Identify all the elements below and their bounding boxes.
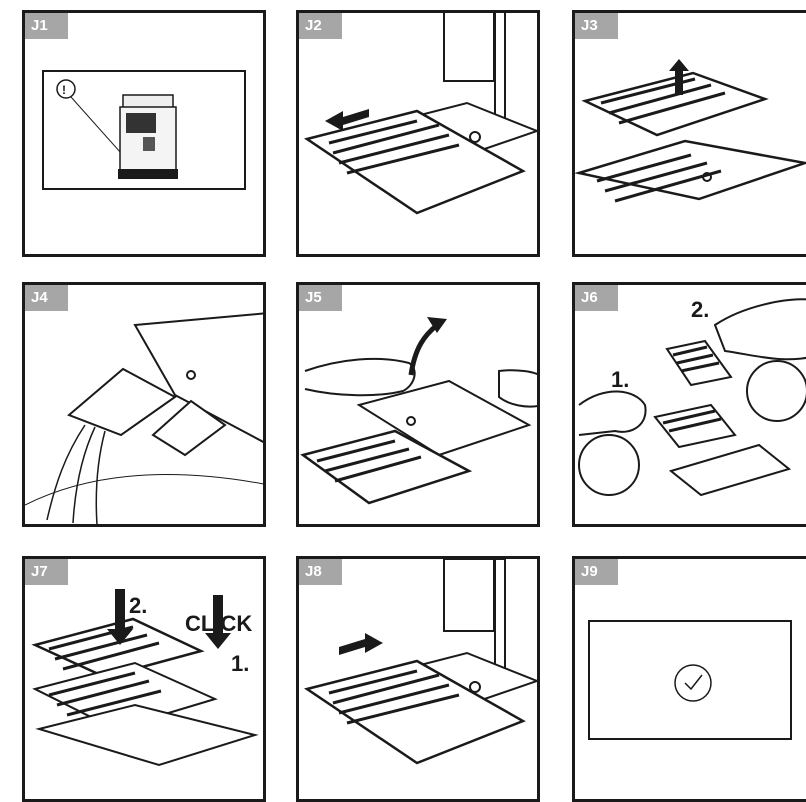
panel-j3: J3 [572, 10, 806, 257]
grid-lift-illustration [575, 13, 806, 257]
drip-tray-insertion-illustration [299, 559, 540, 802]
step-2-label: 2. [129, 593, 147, 619]
panel-j9: J9 [572, 556, 806, 802]
insert-removal-illustration [299, 285, 540, 527]
panel-j8: J8 [296, 556, 540, 802]
step-1-label: 1. [231, 651, 249, 677]
attention-icon: ! [62, 83, 66, 97]
emptying-tray-illustration [25, 285, 266, 527]
coffee-machine-illustration [25, 13, 266, 257]
callout-circle [57, 80, 75, 98]
checkmark-icon [675, 665, 711, 701]
push-arrow [339, 633, 383, 655]
panel-j6: J6 1. 2. [572, 282, 806, 527]
sponge-detail [579, 435, 639, 495]
completion-illustration [575, 559, 806, 802]
step-2-label: 2. [691, 297, 709, 323]
panel-j5: J5 [296, 282, 540, 527]
panel-j2: J2 [296, 10, 540, 257]
drip-tray-removal-illustration [299, 13, 540, 257]
panel-j4: J4 [22, 282, 266, 527]
step-1-label: 1. [611, 367, 629, 393]
panel-j7: J7 2. CLICK 1. [22, 556, 266, 802]
click-label: CLICK [185, 611, 252, 637]
cloth-detail [747, 361, 806, 421]
panel-j1: J1 ! [22, 10, 266, 257]
